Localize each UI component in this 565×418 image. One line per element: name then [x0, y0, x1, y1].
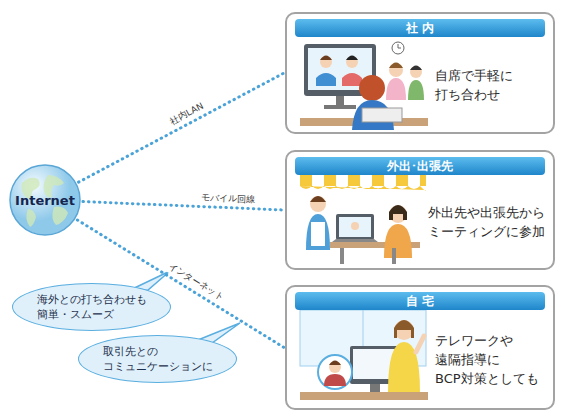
speech-bubble: 海外との打ち合わせも 簡単・スムーズ	[12, 283, 171, 331]
home-illustration-part	[394, 320, 414, 340]
usage-panel: 自 宅テレワークや 遠隔指導に BCP対策としても	[285, 285, 555, 410]
globe-circle	[10, 165, 80, 235]
office-illustration	[300, 42, 428, 130]
panel-heading: 外出･出張先	[295, 157, 545, 175]
usage-panel: 社 内自席で手軽に 打ち合わせ	[285, 12, 555, 134]
internet-globe: Internet	[8, 163, 82, 237]
outside-illustration-part	[311, 222, 325, 246]
outside-illustration-part	[300, 174, 426, 186]
office-illustration-part	[408, 80, 424, 100]
office-illustration-part	[342, 73, 362, 86]
office-illustration-part	[316, 73, 336, 86]
office-illustration-part	[336, 96, 344, 106]
outside-illustration-part	[332, 239, 378, 242]
office-illustration-part	[389, 63, 403, 69]
office-illustration-part	[359, 75, 385, 101]
panel-description: 自席で手軽に 打ち合わせ	[435, 67, 513, 105]
panel-description: テレワークや 遠隔指導に BCP対策としても	[435, 332, 539, 389]
office-illustration-part	[392, 42, 404, 54]
panel-heading: 自 宅	[295, 292, 545, 310]
bubble-text: 海外との打ち合わせも 簡単・スムーズ	[37, 292, 147, 323]
network-line	[79, 73, 284, 182]
office-illustration-part	[410, 66, 422, 71]
office-illustration-part	[386, 78, 406, 100]
usage-panel: 外出･出張先外出先や出張先から ミーティングに参加	[285, 150, 555, 270]
outside-illustration-part	[306, 214, 330, 250]
office-illustration-part	[362, 108, 402, 122]
outside-illustration-part	[389, 205, 407, 223]
outside-illustration-part	[300, 186, 426, 191]
home-illustration-part	[394, 320, 414, 338]
outside-illustration-part	[351, 222, 359, 230]
office-illustration-part	[346, 56, 358, 61]
office-illustration-part	[320, 56, 332, 61]
office-illustration-part	[410, 66, 422, 78]
panel-description: 外出先や出張先から ミーティングに参加	[428, 204, 545, 242]
home-illustration-part	[318, 355, 352, 389]
home-illustration-part	[324, 374, 346, 386]
line-label: 社内LAN	[167, 99, 207, 128]
outside-illustration-part	[389, 205, 407, 220]
globe-label: Internet	[15, 193, 75, 208]
outside-illustration-part	[340, 248, 344, 264]
line-label: モバイル回線	[200, 191, 256, 206]
outside-illustration-part	[339, 217, 371, 237]
outside-illustration-part	[336, 214, 374, 240]
home-illustration-part	[329, 361, 341, 366]
outside-illustration-part	[392, 248, 396, 264]
office-illustration-part	[346, 56, 358, 68]
outside-illustration-part	[384, 224, 412, 258]
outside-illustration-part	[300, 174, 426, 186]
line-label: インターネット	[165, 260, 227, 305]
office-illustration-part	[324, 105, 356, 109]
bubble-text: 取引先との コミュニケーションに	[103, 344, 213, 375]
home-illustration-part	[329, 361, 341, 373]
globe-land	[26, 209, 36, 227]
home-illustration-part	[300, 392, 428, 400]
globe-land	[52, 207, 68, 225]
office-illustration-part	[389, 63, 403, 77]
office-illustration-part	[398, 44, 401, 48]
outside-illustration	[300, 174, 426, 264]
outside-illustration-part	[310, 196, 326, 212]
office-illustration-part	[320, 56, 332, 68]
home-illustration-part	[370, 384, 380, 392]
home-illustration-part	[416, 336, 424, 352]
outside-illustration-part	[310, 196, 326, 202]
home-illustration	[300, 310, 428, 400]
panel-heading: 社 内	[295, 19, 545, 37]
speech-bubble: 取引先との コミュニケーションに	[78, 335, 237, 383]
